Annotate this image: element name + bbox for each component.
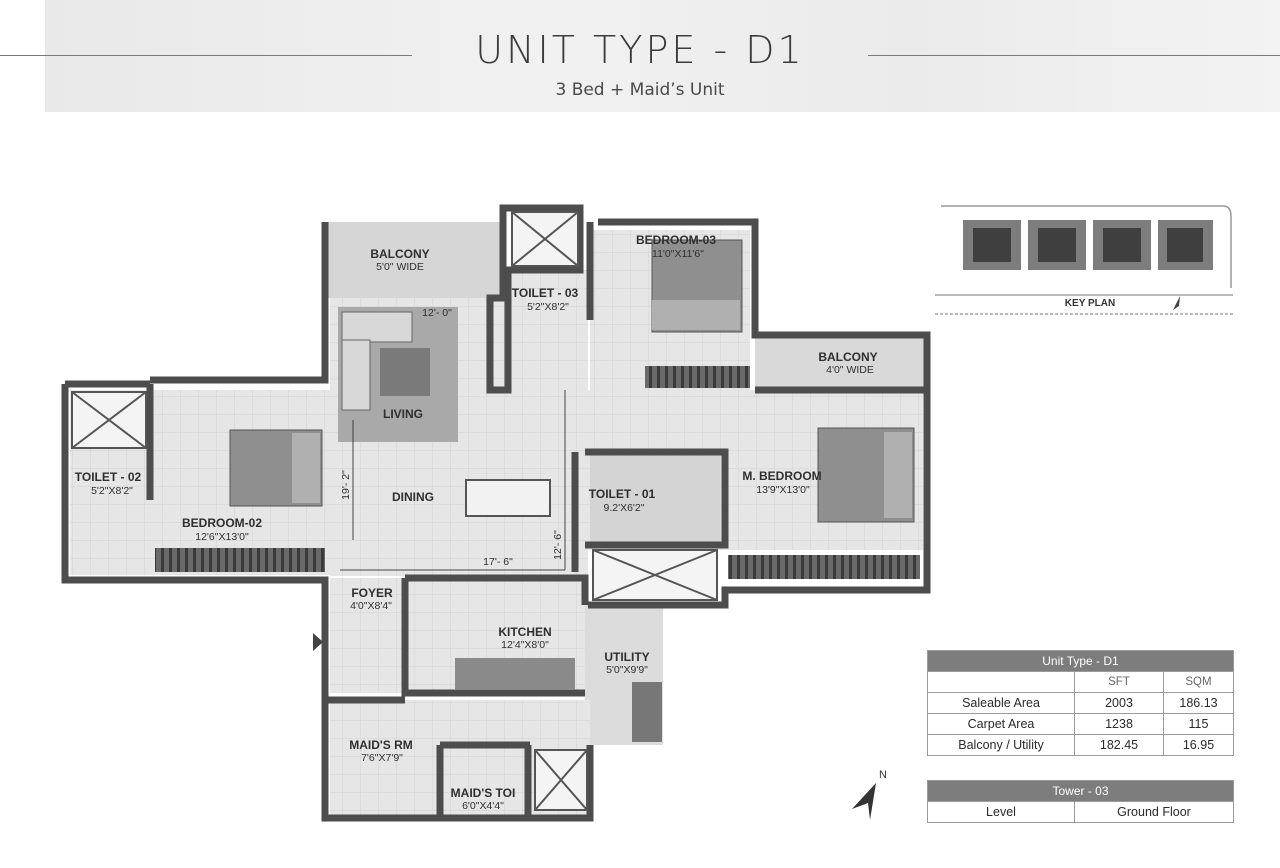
- north-arrow-icon: [852, 783, 876, 820]
- row-sft: 2003: [1074, 692, 1164, 714]
- table-row: Saleable Area 2003 186.13: [927, 692, 1234, 714]
- foyer-name: FOYER: [351, 586, 393, 600]
- area-col-sqm: SQM: [1163, 671, 1234, 693]
- table-row: Level Ground Floor: [927, 801, 1234, 823]
- bedroom03-name: BEDROOM-03: [636, 233, 716, 247]
- walls: [61, 204, 931, 822]
- maids-toi-dim: 6'0"X4'4": [462, 800, 504, 812]
- entry-arrow-icon: [313, 633, 323, 651]
- dining-height-dim: 12'- 6": [552, 530, 564, 560]
- header-rule-right: [868, 55, 1280, 56]
- area-col-sft: SFT: [1074, 671, 1164, 693]
- header-band: [45, 0, 1280, 112]
- tower-level-label: Level: [927, 801, 1075, 823]
- row-sqm: 186.13: [1163, 692, 1234, 714]
- row-label: Saleable Area: [927, 692, 1075, 714]
- dining-width-dim: 17'- 6": [483, 556, 513, 568]
- balcony-top-dim: 5'0" WIDE: [376, 261, 424, 273]
- page-subtitle: 3 Bed + Maid’s Unit: [555, 80, 725, 100]
- toilet02-name: TOILET - 02: [75, 470, 142, 484]
- toilet03-name: TOILET - 03: [512, 286, 579, 300]
- row-sft: 182.45: [1074, 734, 1164, 756]
- toilet02-dim: 5'2"X8'2": [91, 485, 133, 497]
- toilet03-dim: 5'2"X8'2": [527, 301, 569, 313]
- living-height-dim: 19'- 2": [340, 470, 352, 500]
- kitchen-name: KITCHEN: [498, 625, 551, 639]
- tower-table: Tower - 03 Level Ground Floor: [927, 780, 1234, 823]
- row-sft: 1238: [1074, 713, 1164, 735]
- key-plan-label: KEY PLAN: [1065, 298, 1115, 309]
- toilet01-name: TOILET - 01: [589, 487, 656, 501]
- kitchen-dim: 12'4"X8'0": [501, 639, 549, 651]
- toilet01-dim: 9.2'X6'2": [603, 502, 644, 514]
- tower-table-title: Tower - 03: [927, 780, 1234, 802]
- row-label: Carpet Area: [927, 713, 1075, 735]
- dimension-lines: 19'- 2" 17'- 6" 12'- 6": [340, 390, 566, 571]
- maids-rm-name: MAID'S RM: [349, 738, 413, 752]
- area-table: Unit Type - D1 SFT SQM Saleable Area 200…: [927, 650, 1234, 756]
- shafts: [71, 211, 718, 811]
- tower-level-value: Ground Floor: [1074, 801, 1234, 823]
- key-plan: KEY PLAN: [935, 202, 1233, 315]
- header-rule-left: [0, 55, 412, 56]
- master-bedroom-name: M. BEDROOM: [742, 469, 821, 483]
- area-col-label: [927, 671, 1075, 693]
- master-bedroom-dim: 13'9"X13'0": [756, 484, 810, 496]
- page-title: UNIT TYPE - D1: [475, 28, 805, 72]
- row-label: Balcony / Utility: [927, 734, 1075, 756]
- north-label: N: [879, 769, 887, 781]
- living-width-dim: 12'- 0": [422, 307, 452, 319]
- bedroom02-name: BEDROOM-02: [182, 516, 262, 530]
- north-arrow: N: [852, 769, 887, 820]
- row-sqm: 16.95: [1163, 734, 1234, 756]
- dining-name: DINING: [392, 490, 434, 504]
- room-labels: BALCONY 5'0" WIDE TOILET - 03 5'2"X8'2" …: [75, 233, 878, 812]
- row-sqm: 115: [1163, 713, 1234, 735]
- balcony-top-name: BALCONY: [370, 247, 429, 261]
- table-row: Carpet Area 1238 115: [927, 713, 1234, 735]
- bedroom03-dim: 11'0"X11'6": [652, 248, 704, 260]
- utility-name: UTILITY: [604, 650, 649, 664]
- balcony-right-name: BALCONY: [818, 350, 877, 364]
- table-row: Balcony / Utility 182.45 16.95: [927, 734, 1234, 756]
- bedroom02-dim: 12'6"X13'0": [195, 531, 249, 543]
- living-name: LIVING: [383, 407, 423, 421]
- utility-dim: 5'0"X9'9": [606, 664, 648, 676]
- foyer-dim: 4'0"X8'4": [350, 600, 392, 612]
- area-table-title: Unit Type - D1: [927, 650, 1234, 672]
- key-plan-north-icon: [1173, 296, 1180, 310]
- maids-rm-dim: 7'6"X7'9": [361, 752, 403, 764]
- balcony-right-dim: 4'0" WIDE: [826, 364, 874, 376]
- maids-toi-name: MAID'S TOI: [451, 786, 516, 800]
- furniture: [229, 239, 915, 742]
- wardrobes: [155, 366, 920, 579]
